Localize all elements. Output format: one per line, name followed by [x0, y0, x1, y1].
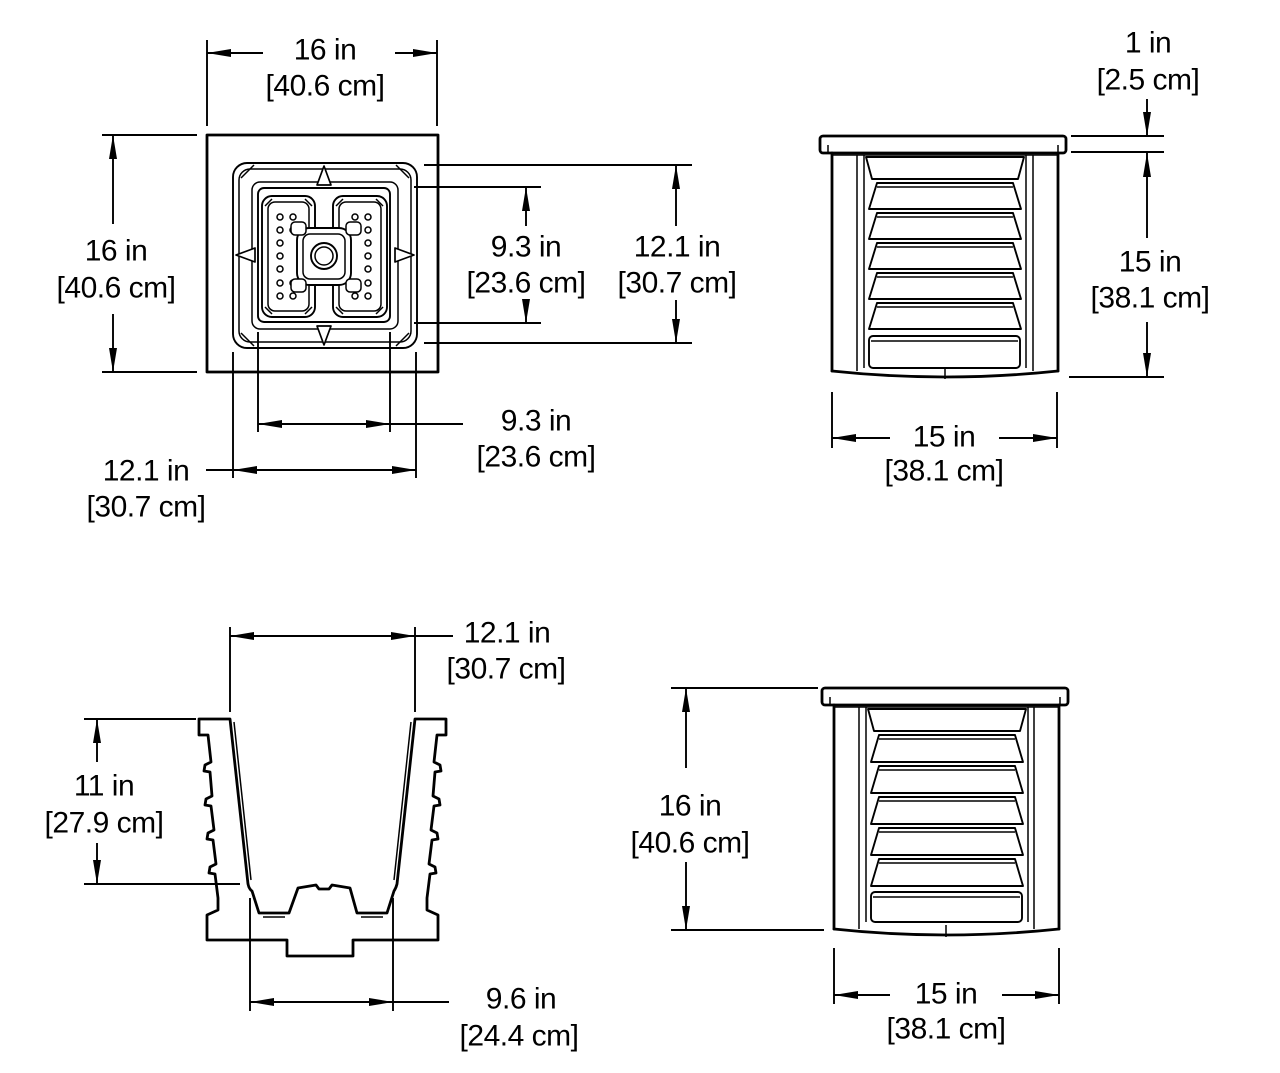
- section-inner-lines: [233, 721, 412, 918]
- dim-section-bottom-width-cm: [24.4 cm]: [460, 1020, 579, 1053]
- front-body-frame: [833, 154, 1057, 371]
- front-louvers: [865, 156, 1025, 369]
- dim-section-opening-width: [229, 627, 453, 712]
- side-body-frame: [835, 706, 1058, 929]
- dim-plan-opening-width: [257, 332, 463, 432]
- dim-plan-outer-width-cm: [40.6 cm]: [266, 70, 385, 103]
- dim-plan-rim-width-cm: [30.7 cm]: [87, 491, 206, 524]
- side-bottom-rail: [870, 891, 1023, 923]
- dim-section-bottom-width-in: 9.6 in: [486, 983, 556, 1016]
- dim-plan-opening-depth-in: 9.3 in: [491, 231, 561, 264]
- center-drain-boss: [290, 221, 362, 293]
- dim-plan-outer-depth-in: 16 in: [85, 235, 148, 268]
- front-cap: [818, 134, 1068, 155]
- plan-outer-square: [205, 133, 440, 374]
- plan-opening-edge: [257, 187, 391, 323]
- dim-side-width: [833, 948, 1060, 1004]
- dim-front-width-cm: [38.1 cm]: [885, 455, 1004, 488]
- dim-front-width-in: 15 in: [913, 421, 976, 454]
- dim-side-overall-height-cm: [40.6 cm]: [631, 827, 750, 860]
- dim-plan-rim-depth: [424, 164, 692, 344]
- front-view: 1 in [2.5 cm] 15 in [38.1 cm] 15 in [38.…: [818, 27, 1210, 488]
- dim-side-overall-height: [671, 687, 824, 931]
- dim-section-opening-width-in: 12.1 in: [464, 617, 551, 650]
- dim-section-inner-depth-in: 11 in: [74, 770, 134, 803]
- rim-notches: [235, 165, 415, 346]
- dim-front-width: [831, 392, 1058, 448]
- dim-plan-outer-depth: [102, 134, 197, 373]
- dim-plan-outer-depth-cm: [40.6 cm]: [57, 272, 176, 305]
- dim-plan-rim-width: [206, 352, 417, 478]
- dim-plan-rim-depth-in: 12.1 in: [634, 231, 721, 264]
- front-cap-ticks: [827, 145, 1059, 152]
- front-body-posts: [830, 151, 1060, 373]
- dim-section-inner-depth: [84, 718, 240, 885]
- dim-section-inner-depth-cm: [27.9 cm]: [45, 807, 164, 840]
- dim-plan-opening-depth-cm: [23.6 cm]: [467, 267, 586, 300]
- section-profile: [197, 717, 448, 958]
- dim-front-cap-thickness-in: 1 in: [1125, 27, 1171, 60]
- dim-plan-opening-depth: [414, 186, 541, 324]
- dim-side-width-in: 15 in: [915, 978, 978, 1011]
- dim-front-cap-thickness: [1071, 99, 1164, 153]
- side-view: 16 in [40.6 cm] 15 in [38.1 cm]: [631, 686, 1070, 1046]
- section-view: 12.1 in [30.7 cm] 11 in [27.9 cm] 9.6 in…: [45, 617, 579, 1053]
- dim-plan-rim-width-in: 12.1 in: [103, 455, 190, 488]
- dim-front-body-height: [1069, 153, 1164, 378]
- rim-corner-chamfers: [240, 164, 410, 347]
- dim-front-cap-thickness-cm: [2.5 cm]: [1097, 64, 1200, 97]
- dim-plan-opening-width-cm: [23.6 cm]: [477, 441, 596, 474]
- drain-hole: [310, 242, 338, 270]
- plan-rim-outer: [232, 162, 418, 349]
- side-cap-ticks: [829, 697, 1061, 704]
- dim-side-overall-height-in: 16 in: [659, 790, 722, 823]
- plan-view: 16 in [40.6 cm] 16 in [40.6 cm] 9.3 in […: [57, 34, 737, 524]
- dim-side-width-cm: [38.1 cm]: [887, 1013, 1006, 1046]
- dim-plan-rim-depth-cm: [30.7 cm]: [618, 267, 737, 300]
- dim-section-opening-width-cm: [30.7 cm]: [447, 653, 566, 686]
- dim-front-body-height-in: 15 in: [1119, 246, 1182, 279]
- side-body-posts: [832, 703, 1061, 931]
- dim-plan-outer-width: [206, 40, 438, 126]
- dim-section-bottom-width: [249, 898, 449, 1011]
- dim-plan-outer-width-in: 16 in: [294, 34, 357, 67]
- dim-plan-opening-width-in: 9.3 in: [501, 405, 571, 438]
- side-cap: [820, 686, 1070, 707]
- side-louvers: [867, 708, 1027, 923]
- dim-front-body-height-cm: [38.1 cm]: [1091, 282, 1210, 315]
